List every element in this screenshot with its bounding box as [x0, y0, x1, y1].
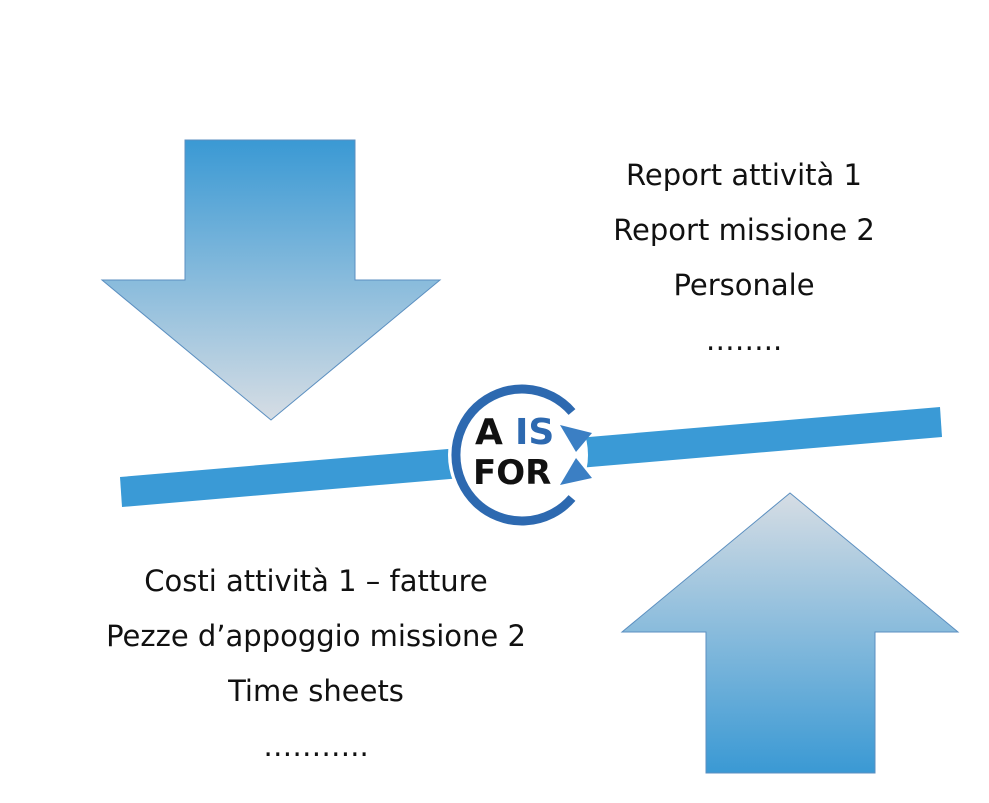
bottom-list-item: Time sheets [228, 674, 404, 708]
aisfor-logo: A IS FOR [448, 384, 592, 526]
up-arrow [620, 492, 960, 774]
bottom-list-item: ……….. [263, 729, 369, 763]
logo-is: IS [515, 412, 554, 453]
top-list-item: Report missione 2 [613, 213, 875, 247]
bottom-list-item: Costi attività 1 – fatture [144, 564, 488, 598]
logo-a: A [475, 412, 503, 453]
top-list-item: Personale [673, 268, 815, 302]
top-list-item: …….. [705, 323, 783, 357]
arrow-down-icon [560, 425, 592, 452]
logo-ring [451, 384, 576, 526]
logo-background [448, 385, 588, 525]
arrow-up-icon [560, 458, 592, 485]
bottom-list-item: Pezze d’appoggio missione 2 [106, 619, 526, 653]
top-list-item: Report attività 1 [626, 158, 862, 192]
logo-for: FOR [473, 453, 551, 493]
down-arrow [100, 139, 442, 421]
